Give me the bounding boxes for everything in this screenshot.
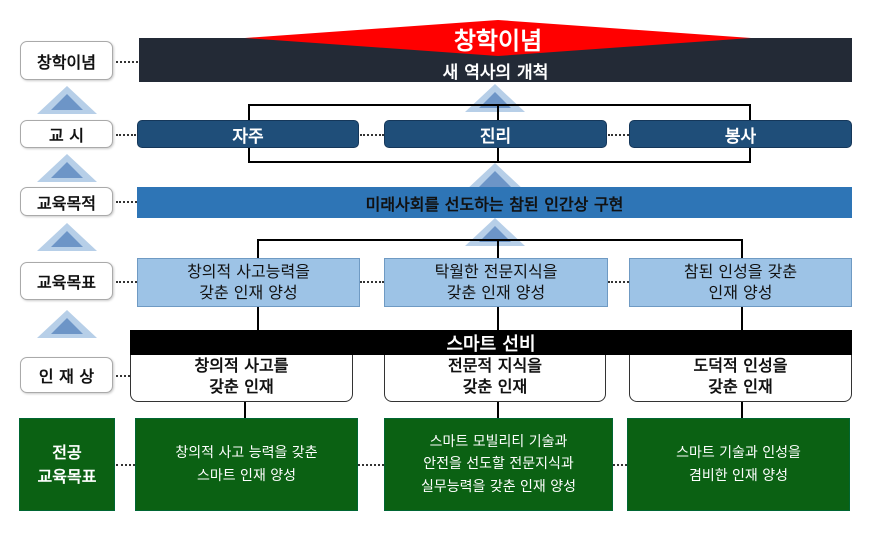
label-major-goals: 전공 교육목표 <box>19 418 115 511</box>
up-arrow-icon <box>465 84 525 112</box>
connector-line <box>749 148 751 162</box>
up-arrow-icon <box>37 154 97 182</box>
connector-line <box>257 239 259 258</box>
connector-line <box>248 104 250 120</box>
connector-line <box>497 148 499 162</box>
founding-title: 창학이념 <box>453 26 543 55</box>
connector-line <box>248 161 751 163</box>
label-education-goals: 교육목표 <box>20 262 113 300</box>
dotted-connector <box>608 134 629 136</box>
connector-line <box>497 239 499 258</box>
label-education-purpose: 교육목적 <box>20 187 113 216</box>
smart-seonbi-banner: 스마트 선비 <box>130 330 852 355</box>
label-founding-philosophy: 창학이념 <box>20 41 113 80</box>
goal-expertise: 탁월한 전문지식을 갖춘 인재 양성 <box>384 258 608 307</box>
connector-line <box>749 104 751 120</box>
major-goal-mobility: 스마트 모빌리티 기술과 안전을 선도할 전문지식과 실무능력을 갖춘 인재 양… <box>384 418 613 511</box>
connector-line <box>248 104 751 106</box>
motto-service: 봉사 <box>629 120 852 148</box>
label-motto: 교 시 <box>20 120 113 148</box>
connector-line <box>741 307 743 331</box>
dotted-connector <box>360 281 384 283</box>
founding-subtitle: 새 역사의 개척 <box>442 62 549 83</box>
talent-expertise: 전문적 지식을 갖춘 인재 <box>384 352 606 402</box>
up-arrow-icon <box>465 218 525 246</box>
connector-line <box>257 239 743 241</box>
up-arrow-icon <box>465 163 525 191</box>
connector-line <box>741 239 743 258</box>
dotted-connector <box>608 281 629 283</box>
dotted-connector <box>358 464 384 466</box>
label-talent: 인 재 상 <box>20 357 113 393</box>
goal-creative: 창의적 사고능력을 갖춘 인재 양성 <box>137 258 360 307</box>
connector-line <box>257 307 259 331</box>
goal-character: 참된 인성을 갖춘 인재 양성 <box>629 258 852 307</box>
connector-line <box>741 402 743 418</box>
talent-creative: 창의적 사고를 갖춘 인재 <box>130 352 353 402</box>
dotted-connector <box>116 134 136 136</box>
major-goal-character: 스마트 기술과 인성을 겸비한 인재 양성 <box>627 418 850 511</box>
major-goal-creative: 창의적 사고 능력을 갖춘 스마트 인재 양성 <box>135 418 358 511</box>
up-arrow-icon <box>37 86 97 114</box>
talent-character: 도덕적 인성을 갖춘 인재 <box>629 352 852 402</box>
dotted-connector <box>116 61 138 63</box>
connector-line <box>244 402 246 418</box>
dotted-connector <box>613 464 627 466</box>
motto-truth: 진리 <box>384 120 607 148</box>
connector-line <box>497 307 499 331</box>
dotted-connector <box>116 281 137 283</box>
up-arrow-icon <box>37 223 97 251</box>
dotted-connector <box>116 201 137 203</box>
dotted-connector <box>116 375 130 377</box>
connector-line <box>497 402 499 418</box>
dotted-connector <box>360 134 384 136</box>
connector-line <box>497 104 499 120</box>
motto-autonomy: 자주 <box>137 120 359 148</box>
connector-line <box>248 148 250 162</box>
dotted-connector <box>116 464 135 466</box>
education-purpose-bar: 미래사회를 선도하는 참된 인간상 구현 <box>137 187 852 218</box>
red-diamond-banner <box>245 20 751 56</box>
up-arrow-icon <box>37 310 97 338</box>
